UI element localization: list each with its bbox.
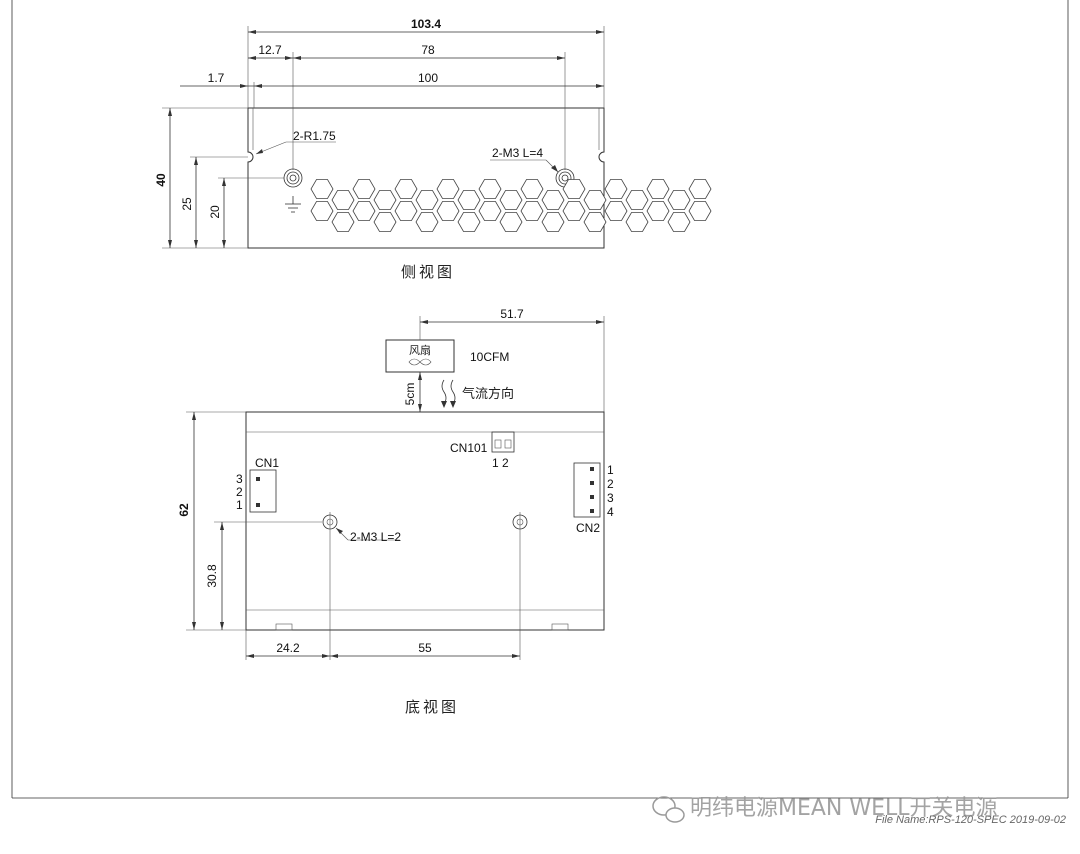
watermark-text: 明纬电源MEAN WELL开关电源 <box>690 796 998 821</box>
dim-height-25: 25 <box>180 197 194 211</box>
ventilation-hex-grid <box>310 179 712 232</box>
dim-24-2: 24.2 <box>276 641 300 655</box>
connector-cn1 <box>249 469 277 513</box>
vent-hexagon <box>583 190 607 210</box>
fan-icon <box>408 358 432 366</box>
dim-height-20: 20 <box>208 205 222 219</box>
fan-label: 风扇 <box>409 343 431 357</box>
vent-hexagon <box>625 212 649 232</box>
dim-overall-length: 103.4 <box>411 17 441 31</box>
dim-55: 55 <box>418 641 432 655</box>
cn1-pin-1: 1 <box>236 498 243 512</box>
vent-hexagon <box>604 179 628 199</box>
side-view-title: 侧视图 <box>401 263 455 281</box>
dim-height-40: 40 <box>154 173 168 187</box>
airflow-arrows-icon <box>441 379 456 408</box>
note-screw-side: 2-M3 L=4 <box>492 146 543 160</box>
dim-51-7: 51.7 <box>500 307 524 321</box>
vent-hexagon <box>562 201 586 221</box>
bottom-view-title: 底视图 <box>405 698 459 716</box>
fan-cfm: 10CFM <box>470 350 509 364</box>
vent-hexagon <box>310 201 334 221</box>
vent-hexagon <box>646 201 670 221</box>
wechat-logo-icon <box>652 796 685 823</box>
connector-cn2 <box>573 462 601 518</box>
dim-12-7: 12.7 <box>258 43 282 57</box>
vent-hexagon <box>415 212 439 232</box>
cn2-pin-2: 2 <box>607 477 614 491</box>
vent-hexagon <box>352 179 376 199</box>
dim-30-8: 30.8 <box>205 564 219 588</box>
vent-hexagon <box>373 212 397 232</box>
cn101-label: CN101 <box>450 441 488 455</box>
connector-cn101 <box>491 431 515 453</box>
vent-hexagon <box>646 179 670 199</box>
vent-hexagon <box>394 179 418 199</box>
cn101-pins: 1 2 <box>492 456 509 470</box>
note-screw-bottom: 2-M3 L=2 <box>350 530 401 544</box>
vent-hexagon <box>310 179 334 199</box>
vent-hexagon <box>331 212 355 232</box>
vent-hexagon <box>499 190 523 210</box>
cn2-pin-4: 4 <box>607 505 614 519</box>
cn2-label: CN2 <box>576 521 600 535</box>
vent-hexagon <box>436 179 460 199</box>
cn2-pin-3: 3 <box>607 491 614 505</box>
dim-78: 78 <box>421 43 435 57</box>
cn1-pin-2: 2 <box>236 485 243 499</box>
vent-hexagon <box>625 190 649 210</box>
vent-hexagon <box>415 190 439 210</box>
vent-hexagon <box>541 190 565 210</box>
cn2-pin-1: 1 <box>607 463 614 477</box>
vent-hexagon <box>562 179 586 199</box>
vent-hexagon <box>541 212 565 232</box>
vent-hexagon <box>667 212 691 232</box>
dim-1-7: 1.7 <box>208 71 225 85</box>
vent-hexagon <box>688 201 712 221</box>
vent-hexagon <box>373 190 397 210</box>
vent-hexagon <box>520 201 544 221</box>
airflow-label: 气流方向 <box>462 386 514 402</box>
vent-hexagon <box>457 212 481 232</box>
cn1-pin-3: 3 <box>236 472 243 486</box>
vent-hexagon <box>520 179 544 199</box>
dim-100: 100 <box>418 71 438 85</box>
dim-5cm: 5cm <box>403 383 417 406</box>
screw-hole-right <box>555 168 575 188</box>
vent-hexagon <box>457 190 481 210</box>
vent-hexagon <box>583 212 607 232</box>
file-name: File Name:RPS-120-SPEC 2019-09-02 <box>875 814 1066 826</box>
vent-hexagon <box>667 190 691 210</box>
vent-hexagon <box>478 179 502 199</box>
ground-icon <box>285 196 301 213</box>
dim-height-62: 62 <box>177 503 191 517</box>
side-view: 103.4 12.7 78 1.7 100 40 25 20 <box>154 17 712 281</box>
vent-hexagon <box>331 190 355 210</box>
vent-hexagon <box>688 179 712 199</box>
vent-hexagon <box>604 201 628 221</box>
vent-hexagon <box>499 212 523 232</box>
bottom-view-body <box>245 411 605 631</box>
cn1-label: CN1 <box>255 456 279 470</box>
screw-hole-left <box>283 168 303 188</box>
vent-hexagon <box>436 201 460 221</box>
bottom-view: 风扇 10CFM 51.7 5cm 气流方向 <box>177 307 614 716</box>
vent-hexagon <box>394 201 418 221</box>
vent-hexagon <box>478 201 502 221</box>
vent-hexagon <box>352 201 376 221</box>
note-radius: 2-R1.75 <box>293 129 336 143</box>
